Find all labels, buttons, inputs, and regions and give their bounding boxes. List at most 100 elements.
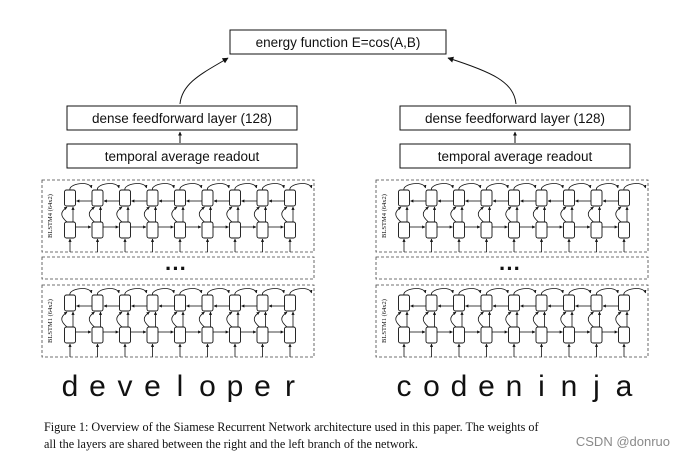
left-lstm-cell bbox=[91, 326, 104, 344]
right-output-arrow bbox=[513, 288, 537, 296]
right-skip-arrow bbox=[505, 311, 512, 328]
right-lstm-cell bbox=[398, 221, 410, 239]
right-lstm-cell bbox=[590, 326, 603, 344]
left-dense-layer-box bbox=[66, 105, 298, 131]
left-output-arrow bbox=[69, 288, 93, 296]
left-skip-arrow bbox=[171, 311, 178, 328]
right-output-arrow bbox=[431, 183, 454, 191]
left-lstm-cell bbox=[64, 221, 76, 239]
left-lstm-cell bbox=[201, 189, 214, 207]
left-output-arrow bbox=[289, 288, 313, 296]
left-lstm-cell bbox=[256, 221, 269, 239]
right-lstm-cell bbox=[398, 294, 410, 312]
right-skip-arrow bbox=[422, 311, 429, 328]
left-skip-arrow bbox=[281, 311, 288, 328]
left-output-arrow bbox=[97, 288, 120, 296]
left-lstm-cell bbox=[201, 326, 214, 344]
left-lstm-cell bbox=[229, 189, 241, 207]
right-input-letter: o bbox=[423, 370, 440, 403]
right-skip-arrow bbox=[477, 311, 484, 328]
right-lstm-cell bbox=[563, 189, 575, 207]
left-input-letter: l bbox=[177, 370, 184, 403]
left-lstm-cell bbox=[91, 221, 104, 239]
right-lstm-cell bbox=[508, 189, 520, 207]
left-blstm-top-label: BLSTM4 (64x2) bbox=[47, 194, 54, 238]
left-blstm-bottom-group bbox=[41, 284, 315, 358]
right-skip-arrow bbox=[505, 206, 512, 223]
right-input-letter: n bbox=[506, 370, 523, 403]
left-lstm-cell bbox=[146, 189, 159, 207]
right-skip-arrow bbox=[587, 206, 594, 223]
left-output-arrow bbox=[124, 288, 148, 296]
right-output-arrow bbox=[623, 183, 647, 191]
right-readout-box bbox=[399, 143, 631, 169]
right-lstm-cell bbox=[590, 221, 603, 239]
right-lstm-cell bbox=[453, 294, 465, 312]
left-ellipsis: ··· bbox=[165, 256, 187, 281]
left-lstm-cell bbox=[174, 294, 186, 312]
left-lstm-cell bbox=[119, 189, 131, 207]
right-skip-arrow bbox=[587, 311, 594, 328]
right-skip-arrow bbox=[560, 206, 567, 223]
left-output-arrow bbox=[152, 183, 175, 191]
left-lstm-cell bbox=[119, 221, 131, 239]
right-input-letter: i bbox=[538, 370, 545, 403]
right-lstm-cell bbox=[618, 294, 630, 312]
left-skip-arrow bbox=[116, 206, 123, 223]
right-lstm-cell bbox=[563, 221, 575, 239]
right-skip-arrow bbox=[532, 311, 539, 328]
right-output-arrow bbox=[568, 288, 592, 296]
right-blstm-top-group bbox=[375, 179, 649, 253]
left-skip-arrow bbox=[226, 206, 233, 223]
left-skip-arrow bbox=[198, 311, 205, 328]
right-lstm-cell bbox=[535, 221, 548, 239]
left-lstm-cell bbox=[256, 294, 269, 312]
left-branch: dense feedforward layer (128) temporal a… bbox=[41, 105, 315, 403]
left-skip-arrow bbox=[253, 311, 260, 328]
right-lstm-cell bbox=[535, 189, 548, 207]
right-output-arrow bbox=[541, 288, 564, 296]
right-ellipsis-band bbox=[375, 256, 649, 280]
left-readout-box bbox=[66, 143, 298, 169]
left-ellipsis-band bbox=[41, 256, 315, 280]
right-lstm-cell bbox=[425, 326, 438, 344]
caption-line-1: Figure 1: Overview of the Siamese Recurr… bbox=[44, 420, 539, 434]
left-input-letter: v bbox=[118, 370, 133, 403]
left-output-arrow bbox=[234, 183, 258, 191]
left-lstm-cell bbox=[174, 326, 186, 344]
left-output-arrow bbox=[124, 183, 148, 191]
right-input-letter: c bbox=[397, 370, 412, 403]
left-lstm-cell bbox=[119, 294, 131, 312]
right-skip-arrow bbox=[395, 311, 402, 328]
left-input-letter: e bbox=[144, 370, 161, 403]
left-skip-arrow bbox=[88, 206, 95, 223]
left-skip-arrow bbox=[61, 206, 68, 223]
left-input-letter: r bbox=[285, 370, 295, 403]
right-lstm-cell bbox=[535, 294, 548, 312]
right-input-letter: d bbox=[451, 370, 468, 403]
right-skip-arrow bbox=[422, 206, 429, 223]
right-skip-arrow bbox=[395, 206, 402, 223]
left-lstm-cell bbox=[229, 326, 241, 344]
left-skip-arrow bbox=[116, 311, 123, 328]
right-lstm-cell bbox=[425, 294, 438, 312]
left-blstm-bottom-label: BLSTM1 (64x2) bbox=[47, 299, 54, 343]
caption-line-2: all the layers are shared between the ri… bbox=[44, 437, 418, 451]
left-lstm-cell bbox=[146, 294, 159, 312]
left-output-arrow bbox=[262, 288, 285, 296]
left-output-arrow bbox=[207, 183, 230, 191]
right-skip-arrow bbox=[450, 311, 457, 328]
right-skip-arrow bbox=[450, 206, 457, 223]
left-output-arrow bbox=[262, 183, 285, 191]
right-dense-layer-box bbox=[399, 105, 631, 131]
right-lstm-cell bbox=[535, 326, 548, 344]
left-input-letter: e bbox=[89, 370, 106, 403]
right-output-arrow bbox=[541, 183, 564, 191]
right-lstm-cell bbox=[425, 221, 438, 239]
left-blstm-top-group bbox=[41, 179, 315, 253]
left-to-energy-arrow bbox=[179, 57, 229, 105]
left-lstm-cell bbox=[174, 221, 186, 239]
left-lstm-cell bbox=[229, 294, 241, 312]
right-output-arrow bbox=[568, 183, 592, 191]
left-lstm-cell bbox=[146, 326, 159, 344]
